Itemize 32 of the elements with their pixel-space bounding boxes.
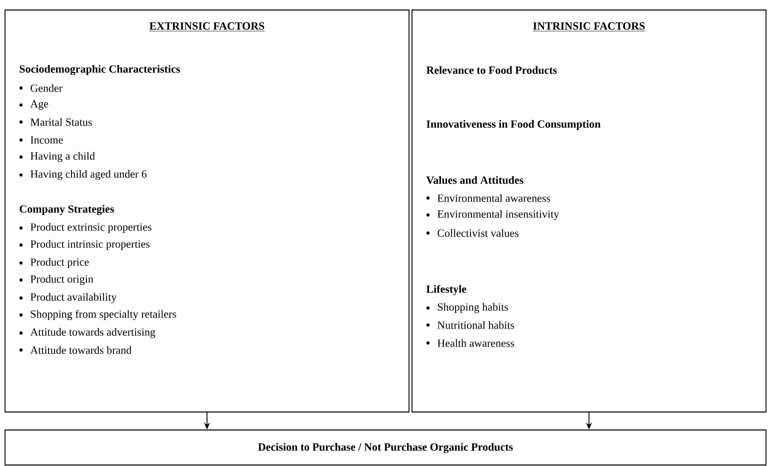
bullet-item: Shopping from specialty retailers: [19, 310, 176, 320]
bullet-item: Product extrinsic properties: [19, 223, 152, 233]
bullet-item: Marital Status: [19, 118, 92, 126]
bullet-item: Environmental insensitivity: [426, 210, 560, 220]
box-heading: EXTRINSIC FACTORS: [149, 22, 265, 32]
section-heading: Innovativeness in Food Consumption: [426, 120, 601, 130]
box-heading: INTRINSIC FACTORS: [532, 22, 646, 32]
bullet-item: Product origin: [19, 275, 94, 285]
section-heading: Lifestyle: [426, 284, 466, 296]
bullet-item: Having child aged under 6: [19, 170, 147, 180]
bullet-item: Environmental awareness: [426, 194, 550, 202]
bullet-item: Health awareness: [426, 339, 514, 347]
section-heading: Sociodemographic Characteristics: [20, 64, 180, 76]
section-heading: Values and Attitudes: [426, 176, 524, 184]
bullet-item: Collectivist values: [426, 229, 518, 237]
bullet-item: Having a child: [19, 152, 95, 162]
bullet-item: Attitude towards brand: [19, 346, 132, 354]
bullet-item: Gender: [19, 84, 62, 92]
bullet-item: Shopping habits: [426, 303, 508, 313]
section-heading: Relevance to Food Products: [426, 66, 557, 74]
box-text: Decision to Purchase / Not Purchase Organic Products: [258, 442, 513, 454]
factor-box: [4, 10, 410, 412]
bullet-item: Product price: [19, 258, 89, 268]
factor-box: [412, 10, 766, 412]
factor-box: [4, 430, 766, 466]
bullet-item: Nutritional habits: [426, 321, 514, 329]
bullet-item: Attitude towards advertising: [19, 328, 156, 338]
bullet-item: Age: [19, 100, 48, 110]
bullet-item: Product availability: [19, 293, 117, 303]
section-heading: Company Strategies: [20, 204, 114, 216]
bullet-item: Income: [19, 136, 63, 144]
bullet-item: Product intrinsic properties: [19, 240, 150, 250]
